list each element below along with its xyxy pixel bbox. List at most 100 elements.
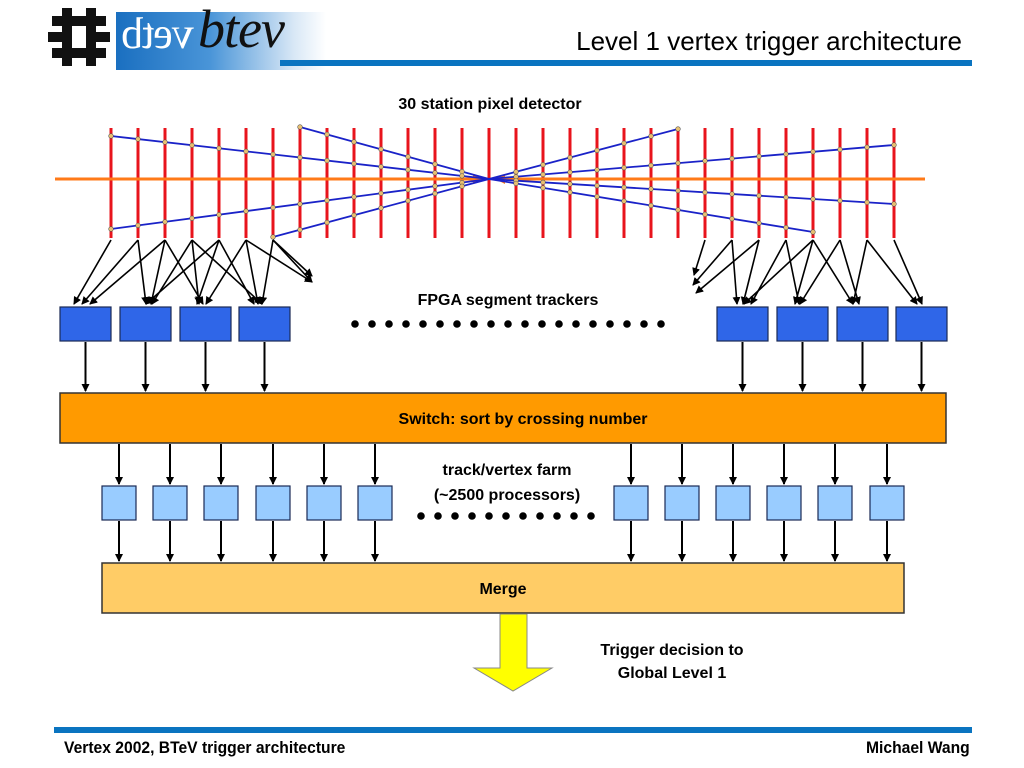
pixel-hit: [432, 183, 438, 189]
pixel-hit: [432, 190, 438, 197]
pixel-hit: [837, 198, 843, 204]
pixel-hit: [810, 149, 816, 155]
pixel-hit: [378, 146, 384, 152]
ellipsis-dot: [402, 320, 410, 328]
fanout-arrow: [272, 239, 313, 277]
fpga-tracker-box: [836, 306, 889, 342]
track: [488, 178, 895, 205]
pixel-hit: [432, 161, 438, 167]
fanout-arrow: [205, 239, 247, 305]
footer-rule: [54, 727, 972, 733]
pixel-hit: [783, 151, 789, 157]
pixel-hit: [594, 147, 600, 154]
farm-processor-box: [817, 485, 853, 521]
pixel-hit: [621, 165, 627, 171]
fpga-tracker-box: [59, 306, 112, 342]
pixel-hit: [648, 162, 654, 168]
track-vertex-farm: [101, 444, 905, 562]
ellipsis-dot: [572, 320, 580, 328]
ellipsis-dot: [606, 320, 614, 328]
pixel-hit: [378, 164, 384, 170]
fanout-arrow: [793, 239, 814, 305]
ellipsis-dot: [351, 320, 359, 328]
fanout-arrow: [695, 239, 760, 294]
pixel-hit: [297, 154, 303, 161]
pixel-hit: [351, 139, 357, 145]
pixel-hit: [810, 196, 816, 202]
pixel-hit: [594, 167, 600, 173]
fpga-tracker-box: [895, 306, 948, 342]
pixel-hit: [243, 208, 249, 214]
ellipsis-dot: [657, 320, 665, 328]
fanout-arrow: [73, 239, 112, 305]
pixel-hit: [513, 180, 519, 187]
farm-processor-box: [869, 485, 905, 521]
fanout-arrow: [148, 239, 166, 305]
pixel-hit: [729, 156, 735, 162]
farm-processor-box: [255, 485, 291, 521]
fanout-arrow: [218, 239, 255, 305]
fanout-arrow: [839, 239, 861, 305]
particle-tracks: [108, 124, 897, 240]
fanout-arrow: [164, 239, 204, 305]
fanout-arrow: [191, 239, 263, 305]
pixel-hit: [297, 201, 303, 207]
fanout-arrow: [812, 239, 854, 305]
pixel-hit: [567, 189, 573, 195]
ellipsis-dot: [555, 320, 563, 328]
header-rule: [280, 60, 972, 66]
ellipsis-dot: [417, 512, 425, 520]
fanout-arrow: [692, 239, 733, 286]
ellipsis-dot: [487, 320, 495, 328]
pixel-hit: [324, 157, 330, 164]
pixel-hit: [621, 198, 627, 204]
fanout-arrow: [850, 239, 868, 305]
pixel-hit: [513, 169, 519, 175]
pixel-hit: [405, 154, 411, 160]
pixel-hit: [135, 222, 141, 229]
pixel-hit: [405, 187, 411, 193]
ellipsis-dot: [623, 320, 631, 328]
fpga-tracker-box: [776, 306, 829, 342]
farm-processor-box: [306, 485, 342, 521]
pixel-hit: [243, 148, 249, 154]
pixel-hit: [216, 212, 222, 218]
pixel-hit: [540, 179, 546, 185]
pixel-hit: [702, 211, 708, 217]
pixel-hit: [675, 160, 681, 166]
pixel-hit: [189, 142, 195, 148]
farm-processor-box: [664, 485, 700, 521]
footer-conference: Vertex 2002, BTeV trigger architecture: [64, 738, 346, 757]
ellipsis-dot: [436, 320, 444, 328]
fpga-segment-trackers: [59, 306, 948, 392]
output-label-line2: Global Level 1: [618, 665, 727, 682]
pixel-hit: [216, 145, 222, 151]
pixel-hit: [189, 215, 195, 221]
farm-label-line2: (~2500 processors): [434, 487, 580, 504]
farm-processor-box: [766, 485, 802, 521]
pixel-hit: [648, 133, 654, 139]
pixel-hit: [783, 194, 789, 200]
fpga-ellipsis: [351, 320, 665, 328]
ellipsis-dot: [640, 320, 648, 328]
pixel-hit: [756, 220, 762, 226]
pixel-hit: [702, 189, 708, 195]
fanout-arrow: [191, 239, 203, 305]
pixel-hit: [702, 158, 708, 164]
fanout-arrow: [89, 239, 166, 305]
switch-label: Switch: sort by crossing number: [399, 411, 648, 428]
pixel-hit: [135, 136, 141, 142]
pixel-hit: [567, 169, 573, 175]
detector-stations: [109, 128, 896, 238]
farm-processor-box: [101, 485, 137, 521]
fpga-tracker-box: [179, 306, 232, 342]
pixel-hit: [432, 170, 438, 176]
pixel-hit: [324, 131, 330, 138]
slide-title: Level 1 vertex trigger architecture: [576, 26, 962, 56]
fanout-arrow: [785, 239, 802, 305]
pixel-hit: [405, 167, 411, 173]
fanout-arrow: [750, 239, 787, 305]
fpga-tracker-box: [716, 306, 769, 342]
pixel-hit: [405, 198, 411, 204]
